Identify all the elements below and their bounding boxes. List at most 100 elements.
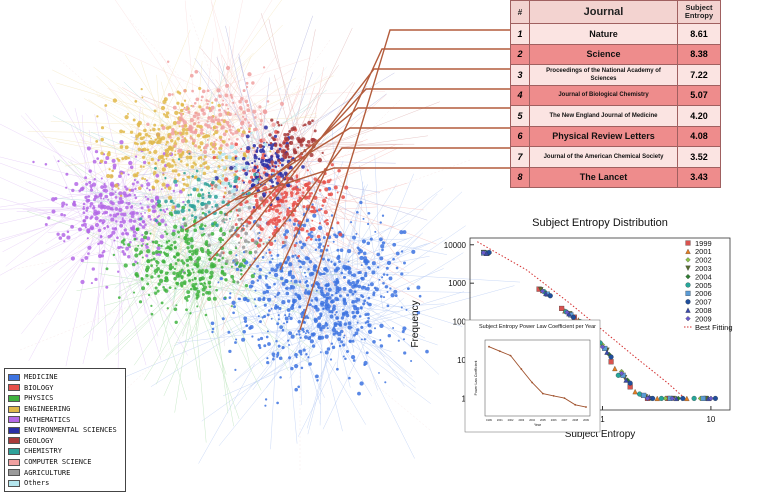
legend-swatch — [8, 437, 20, 445]
entropy-value-cell: 7.22 — [677, 64, 721, 86]
journal-connectors — [184, 29, 520, 331]
inset-x-tick-label: 2009 — [583, 418, 589, 422]
rank-cell: 2 — [510, 43, 530, 65]
legend-item: ENVIRONMENTAL SCIENCES — [8, 425, 122, 436]
journal-name-cell: Proceedings of the National Academy of S… — [529, 64, 678, 86]
chart-legend-label: 2004 — [695, 272, 712, 281]
journal-name-cell: Physical Review Letters — [529, 125, 678, 147]
inset-point — [552, 394, 555, 397]
data-point — [654, 395, 660, 401]
x-tick-label: 10 — [706, 415, 715, 424]
chart-legend-label: 2006 — [695, 289, 712, 298]
data-point — [623, 377, 629, 383]
legend-label: GEOLOGY — [24, 436, 54, 445]
inset-x-label: Year — [534, 423, 542, 427]
legend-marker — [685, 273, 691, 280]
inset-point — [520, 368, 523, 370]
entropy-value-cell: 8.38 — [677, 43, 721, 65]
inset-frame — [484, 339, 591, 417]
data-point — [627, 380, 633, 386]
y-tick-label: 10000 — [444, 241, 467, 250]
legend-marker — [685, 290, 691, 296]
data-point — [708, 395, 714, 402]
data-point — [604, 349, 610, 355]
legend-item: MATHEMATICS — [8, 414, 122, 425]
data-point — [547, 293, 553, 299]
legend-label: COMPUTER SCIENCE — [24, 458, 92, 467]
entropy-value-cell: 3.52 — [677, 146, 721, 168]
inset-title: Subject Entropy Power Law Coefficient pe… — [479, 324, 596, 330]
best-fit-line — [477, 241, 688, 401]
inset-point — [498, 350, 501, 353]
inset-x-tick-label: 2003 — [518, 418, 524, 422]
data-point — [691, 395, 697, 401]
entropy-value-cell: 3.43 — [677, 166, 721, 188]
rank-cell: 4 — [510, 84, 530, 106]
rank-cell: 3 — [510, 64, 530, 86]
subject-entropy-chart: Subject Entropy Distribution0.1110110100… — [410, 217, 733, 440]
inset-x-tick-label: 2007 — [562, 418, 568, 422]
entropy-header: Subject Entropy — [677, 0, 721, 24]
data-point — [480, 250, 487, 256]
chart-legend-label: 1999 — [695, 239, 712, 248]
rank-cell: 1 — [510, 23, 530, 45]
journal-name-cell: Science — [529, 43, 678, 65]
entropy-value-cell: 8.61 — [677, 23, 721, 45]
legend-item: ENGINEERING — [8, 404, 122, 415]
legend-item: CHEMISTRY — [8, 446, 122, 457]
legend-label: MEDICINE — [24, 373, 58, 382]
chart-legend-label: 2007 — [695, 298, 712, 307]
y-axis-label: Frequency — [410, 300, 421, 347]
data-point — [712, 395, 718, 401]
chart-legend-label: 2001 — [695, 247, 712, 256]
chart-legend-label: 2005 — [695, 281, 712, 290]
legend-marker — [685, 240, 691, 246]
inset-point — [574, 403, 577, 406]
y-tick-label: 1000 — [448, 279, 466, 288]
data-point — [564, 309, 570, 315]
entropy-value-cell: 5.07 — [677, 84, 721, 106]
rank-cell: 5 — [510, 105, 530, 127]
network-graph — [0, 0, 520, 471]
x-axis-label: Subject Entropy — [565, 429, 636, 440]
legend-label: ENGINEERING — [24, 405, 71, 414]
rank-cell: 7 — [510, 146, 530, 168]
series-2009 — [480, 250, 714, 402]
legend-swatch — [8, 394, 20, 402]
chart-legend-label: 2002 — [695, 256, 712, 265]
legend-item: Others — [8, 478, 122, 489]
x-tick-label: 1 — [600, 415, 605, 424]
table-header-row: # Journal Subject Entropy — [510, 0, 721, 24]
y-tick-label: 1 — [462, 394, 467, 403]
legend-swatch — [8, 426, 20, 434]
data-point — [608, 354, 614, 360]
rank-header: # — [510, 0, 530, 24]
inset-x-tick-label: 2006 — [551, 418, 557, 422]
inset-point — [563, 397, 566, 400]
data-point — [559, 305, 565, 311]
data-point — [570, 314, 577, 320]
legend-item: GEOLOGY — [8, 436, 122, 447]
journal-name-cell: The New England Journal of Medicine — [529, 105, 678, 127]
legend-label: Others — [24, 479, 50, 488]
network-nodes — [32, 60, 429, 407]
inset-background — [464, 319, 601, 433]
legend-label: BIOLOGY — [24, 383, 54, 392]
legend-swatch — [8, 458, 20, 466]
journal-name-cell: Journal of Biological Chemistry — [529, 84, 678, 106]
inset-line — [488, 346, 587, 408]
legend-marker — [685, 307, 691, 313]
legend-swatch — [8, 447, 20, 455]
journal-name-cell: Nature — [529, 23, 678, 45]
inset-point — [531, 381, 534, 384]
